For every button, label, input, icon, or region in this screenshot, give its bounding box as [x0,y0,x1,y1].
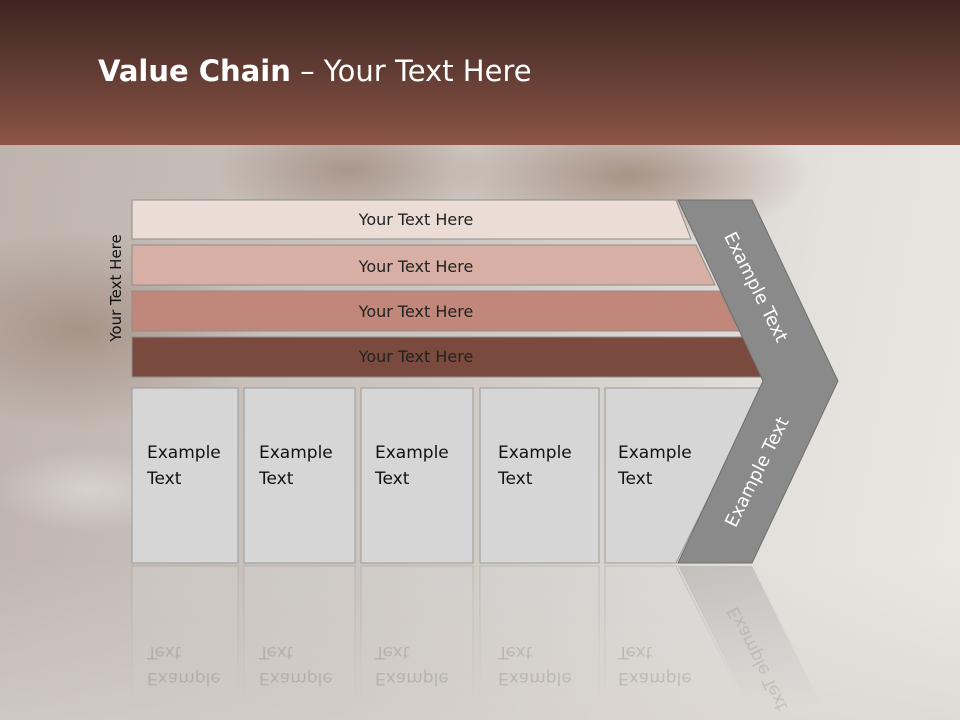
reflection-chevron [678,566,822,706]
reflection-box-4-line1: Example [498,668,572,688]
reflection-box-1-line1: Example [147,668,221,688]
reflection-box-1-line2: Text [146,642,182,662]
bar-3[interactable]: Your Text Here [131,290,740,332]
box-1[interactable]: Example Text [131,387,239,564]
title-bold: Value Chain [98,54,291,88]
box-3[interactable]: Example Text [360,387,474,564]
reflection-box-4 [479,565,600,707]
reflection-box-3-line1: Example [375,668,449,688]
box-5-line1: Example [618,443,692,463]
box-3-shape [360,387,474,564]
bar-3-label: Your Text Here [358,302,474,321]
bar-4[interactable]: Your Text Here [131,336,764,378]
box-3-line1: Example [375,443,449,463]
reflection-box-5 [604,565,747,707]
box-4-shape [479,387,600,564]
reflection-box-5-line1: Example [618,668,692,688]
box-4-line1: Example [498,443,572,463]
box-1-line1: Example [147,443,221,463]
reflection-box-3 [360,565,474,707]
box-5[interactable]: Example Text [604,387,764,564]
reflection: Example Text Example Text Example Text E… [131,565,822,714]
bar-2[interactable]: Your Text Here [131,244,716,286]
reflection-box-2 [243,565,356,707]
reflection-box-1 [131,565,239,707]
box-2-line2: Text [258,469,294,489]
bar-1-label: Your Text Here [358,210,474,229]
reflection-box-5-line2: Text [617,642,653,662]
chevron-shape [677,199,839,564]
slide-title: Value Chain – Your Text Here [98,54,532,88]
box-3-line2: Text [374,469,410,489]
box-4-line2: Text [497,469,533,489]
box-2-shape [243,387,356,564]
box-2[interactable]: Example Text [243,387,356,564]
box-1-line2: Text [146,469,182,489]
reflection-box-2-line1: Example [259,668,333,688]
bar-1[interactable]: Your Text Here [131,199,692,240]
box-1-shape [131,387,239,564]
title-rest: – Your Text Here [290,54,532,88]
box-5-shape [604,387,764,564]
box-4[interactable]: Example Text [479,387,600,564]
reflection-box-4-line2: Text [497,642,533,662]
reflection-box-3-line2: Text [374,642,410,662]
box-2-line1: Example [259,443,333,463]
bar-1-shape [131,199,692,240]
box-5-line2: Text [617,469,653,489]
reflection-box-2-line2: Text [258,642,294,662]
bar-2-shape [131,244,716,286]
bar-2-label: Your Text Here [358,257,474,276]
bar-4-label: Your Text Here [358,347,474,366]
header-band [0,0,960,145]
